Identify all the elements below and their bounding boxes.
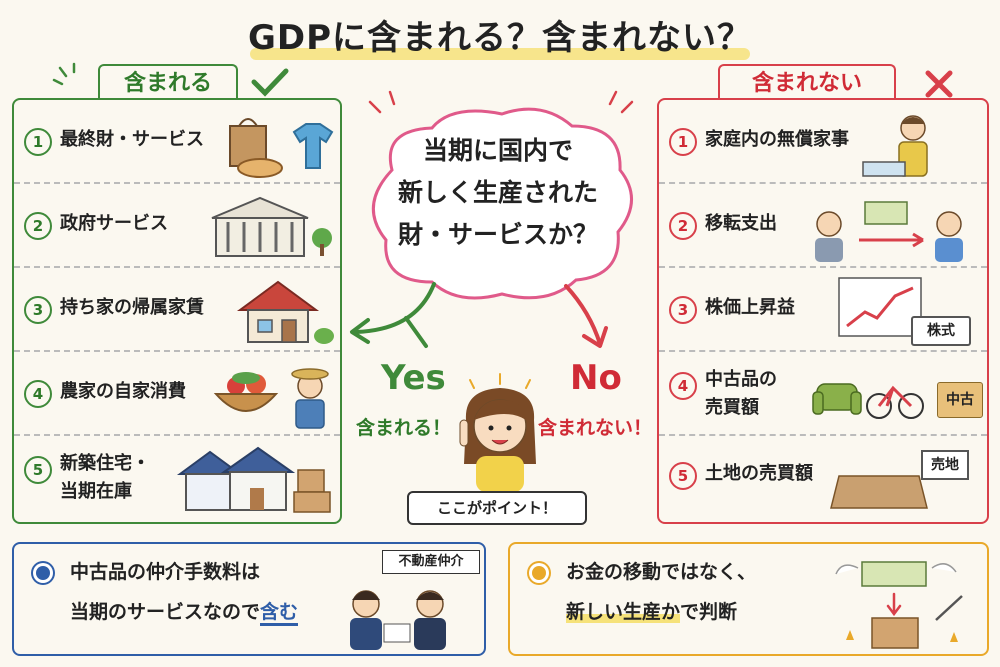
real-estate-agents-icon — [350, 590, 446, 650]
note-blue-line1: 中古品の仲介手数料は — [70, 561, 261, 583]
item-number: 3 — [24, 296, 52, 324]
included-item: 4 農家の自家消費 — [14, 352, 340, 436]
included-tab-label: 含まれる — [123, 71, 212, 96]
item-number: 1 — [669, 128, 697, 156]
no-arrow — [564, 284, 608, 348]
included-item: 1 最終財・サービス — [14, 100, 340, 184]
title-highlight — [250, 48, 750, 60]
vegetable-basket-farmer-icon — [213, 368, 329, 429]
note-blue-emphasis: 含む — [260, 601, 299, 626]
bullet-icon — [36, 566, 50, 580]
check-icon — [251, 68, 289, 97]
bullet-icon — [532, 566, 546, 580]
item-number: 4 — [669, 372, 697, 400]
no-label: No — [570, 358, 622, 398]
land-sign: 売地 — [921, 450, 969, 480]
yes-label: Yes — [381, 358, 446, 398]
note-yellow-line2-text: で判断 — [680, 601, 738, 623]
excluded-item: 4 中古品の 売買額 中古 — [659, 352, 987, 436]
item-label-line2: 売買額 — [705, 397, 759, 418]
point-label: ここがポイント！ — [407, 491, 587, 525]
note-yellow: お金の移動ではなく、 新しい生産かで判断 — [508, 542, 989, 656]
excluded-item: 1 家庭内の無償家事 — [659, 100, 987, 184]
yes-sub-label: 含まれる！ — [356, 417, 452, 439]
question-cloud — [372, 107, 633, 300]
housework-person-icon — [862, 115, 928, 177]
real-estate-sign: 不動産仲介 — [382, 550, 480, 574]
item-number: 5 — [669, 462, 697, 490]
note-blue: 中古品の仲介手数料は 当期のサービスなので含む 不動産仲介 — [12, 542, 486, 656]
item-number: 2 — [669, 212, 697, 240]
note-yellow-line1: お金の移動ではなく、 — [566, 561, 757, 583]
new-house-boxes-icon — [176, 446, 331, 513]
used-tag: 中古 — [937, 382, 983, 418]
government-building-icon — [211, 196, 332, 257]
cross-icon — [925, 70, 953, 98]
money-transfer-icon — [815, 201, 963, 262]
item-label: 家庭内の無償家事 — [705, 129, 849, 150]
page-title: GDPに含まれる？含まれない？ — [247, 18, 753, 58]
land-plot-icon — [830, 475, 928, 509]
item-label: 移転支出 — [705, 213, 777, 234]
no-sub-label: 含まれない！ — [538, 417, 653, 439]
excluded-item: 2 移転支出 — [659, 184, 987, 268]
stock-chart-icon — [838, 277, 922, 337]
included-panel: 1 最終財・サービス 2 政府サービス 3 持ち家の帰属家賃 4 — [12, 98, 342, 524]
excluded-tab-label: 含まれない — [751, 71, 862, 96]
shopping-bag-bread-shirt-icon — [229, 118, 334, 178]
note-blue-line2-text: 当期のサービスなので — [70, 601, 261, 623]
item-label: 持ち家の帰属家賃 — [60, 297, 204, 318]
included-item: 2 政府サービス — [14, 184, 340, 268]
item-label-line1: 新築住宅・ — [60, 453, 150, 474]
item-number: 5 — [24, 456, 52, 484]
item-label: 土地の売買額 — [705, 463, 813, 484]
excluded-item: 3 株価上昇益 株式 — [659, 268, 987, 352]
note-blue-line2: 当期のサービスなので含む — [70, 594, 299, 630]
flying-money-box-icon — [835, 561, 963, 649]
note-yellow-emphasis: 新しい生産か — [566, 601, 681, 623]
included-tab: 含まれる — [98, 64, 238, 100]
item-label-line1: 中古品の — [705, 369, 777, 390]
item-number: 3 — [669, 296, 697, 324]
pointing-girl-icon — [459, 373, 536, 492]
item-label: 株価上昇益 — [705, 297, 795, 318]
item-number: 4 — [24, 380, 52, 408]
emphasis-lines-icon — [368, 90, 634, 114]
question-line: 新しく生産された — [397, 178, 598, 207]
excluded-panel: 1 家庭内の無償家事 2 移転支出 3 株価上昇益 株式 4 — [657, 98, 989, 524]
question-line: 当期に国内で — [422, 136, 573, 165]
included-item: 5 新築住宅・ 当期在庫 — [14, 436, 340, 522]
item-label: 最終財・サービス — [60, 129, 204, 150]
sparkle-lines-icon — [52, 62, 76, 86]
house-icon — [236, 280, 334, 344]
excluded-tab: 含まれない — [718, 64, 896, 100]
yes-arrow — [350, 282, 436, 348]
included-item: 3 持ち家の帰属家賃 — [14, 268, 340, 352]
item-number: 1 — [24, 128, 52, 156]
item-label-line2: 当期在庫 — [60, 481, 132, 502]
item-label: 政府サービス — [60, 213, 168, 234]
note-yellow-line2: 新しい生産かで判断 — [566, 594, 737, 630]
stock-sign: 株式 — [911, 316, 971, 346]
item-label: 農家の自家消費 — [60, 381, 186, 402]
question-text: 当期に国内で 新しく生産された 財・サービスか？ — [378, 130, 618, 256]
armchair-bicycle-icon — [812, 383, 924, 419]
question-line: 財・サービスか？ — [397, 220, 598, 249]
item-number: 2 — [24, 212, 52, 240]
excluded-item: 5 土地の売買額 売地 — [659, 436, 987, 522]
